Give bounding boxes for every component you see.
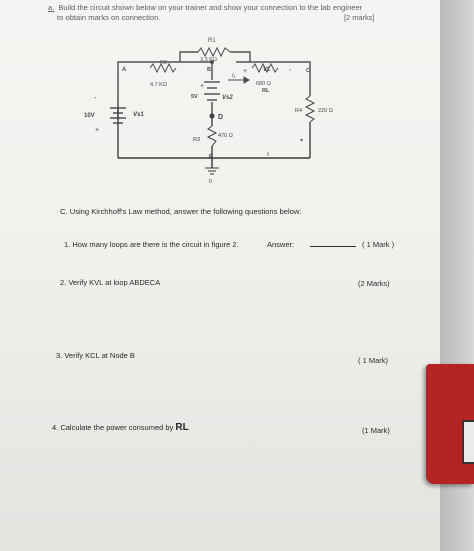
header-marks: [2 marks] bbox=[344, 13, 375, 22]
question-a-header: a.Build the circuit shown below on your … bbox=[48, 3, 362, 23]
r1-value: 3.3 KΩ bbox=[200, 57, 217, 63]
r2-resistor bbox=[149, 62, 177, 74]
vl-label: VL bbox=[263, 67, 271, 73]
r4-value: 220 Ω bbox=[318, 108, 333, 114]
vl-minus: - bbox=[289, 67, 292, 74]
question-a-number: a. bbox=[48, 3, 55, 12]
current-label: I₁ bbox=[232, 73, 236, 79]
question-1-text: 1. How many loops are there is the circu… bbox=[64, 240, 239, 249]
r3-value: 470 Ω bbox=[218, 133, 233, 139]
circuit-diagram: R1 3.3 KΩ R2 4.7 KΩ A B C D E + VL - 680… bbox=[84, 38, 333, 185]
question-4-text: 4. Calculate the power consumed by RL bbox=[52, 422, 189, 433]
question-3-text: 3. Verify KCL at Node B bbox=[56, 351, 135, 360]
vs1-minus: - bbox=[94, 95, 97, 102]
r3-resistor bbox=[206, 125, 218, 147]
question-3-marks: ( 1 Mark) bbox=[358, 356, 388, 365]
question-2-marks: (2 Marks) bbox=[358, 279, 390, 288]
vs2-plus: + bbox=[200, 83, 204, 90]
question-4-prefix: 4. Calculate the power consumed by bbox=[52, 423, 174, 432]
vs2-value: 5V bbox=[191, 94, 198, 100]
node-a-label: A bbox=[122, 67, 127, 73]
worksheet-page: a.Build the circuit shown below on your … bbox=[0, 0, 440, 551]
vl-plus: + bbox=[243, 68, 247, 75]
question-4-rl: RL bbox=[175, 422, 189, 433]
vs1-value: 10V bbox=[84, 113, 95, 119]
r4-resistor bbox=[304, 95, 316, 123]
rl-value: 680 Ω bbox=[256, 81, 271, 87]
node-e-label: E bbox=[209, 154, 213, 160]
r4-label: R4 bbox=[295, 108, 302, 114]
vs1-plus: + bbox=[95, 127, 99, 134]
r1-resistor bbox=[197, 46, 231, 58]
rl-label: RL bbox=[262, 88, 270, 94]
question-1-marks: ( 1 Mark ) bbox=[362, 240, 395, 249]
ground-symbol bbox=[205, 167, 219, 175]
question-2-text: 2. Verify KVL at loop ABDECA bbox=[60, 278, 161, 287]
question-4-marks: (1 Mark) bbox=[362, 426, 390, 435]
vs2-battery bbox=[204, 81, 220, 101]
vs1-battery bbox=[110, 107, 126, 124]
red-object-slot bbox=[462, 420, 474, 464]
question-1-answer-label: Answer: bbox=[267, 240, 295, 249]
vs2-label: Vs2 bbox=[222, 95, 233, 101]
node-b-label: B bbox=[207, 67, 211, 73]
r1-label: R1 bbox=[208, 38, 216, 44]
header-line2: to obtain marks on connection. bbox=[57, 13, 161, 22]
header-line1: Build the circuit shown below on your tr… bbox=[58, 3, 363, 12]
node-d-label: D bbox=[218, 114, 223, 121]
section-c-title: C. Using Kirchhoff's Law method, answer … bbox=[60, 207, 302, 216]
r3-label: R3 bbox=[193, 137, 200, 143]
ground-label: 0 bbox=[209, 179, 212, 185]
node-c-label: C bbox=[306, 68, 310, 74]
red-object bbox=[426, 364, 474, 484]
rl-resistor bbox=[251, 62, 279, 74]
current-arrow bbox=[228, 76, 250, 84]
node-d-dot bbox=[209, 113, 215, 119]
r2-value: 4.7 KΩ bbox=[150, 82, 167, 88]
vs1-label: Vs1 bbox=[133, 112, 144, 118]
node-b-dot bbox=[210, 60, 214, 64]
question-1-answer-line[interactable] bbox=[310, 246, 356, 247]
r2-label: R2 bbox=[160, 60, 167, 66]
